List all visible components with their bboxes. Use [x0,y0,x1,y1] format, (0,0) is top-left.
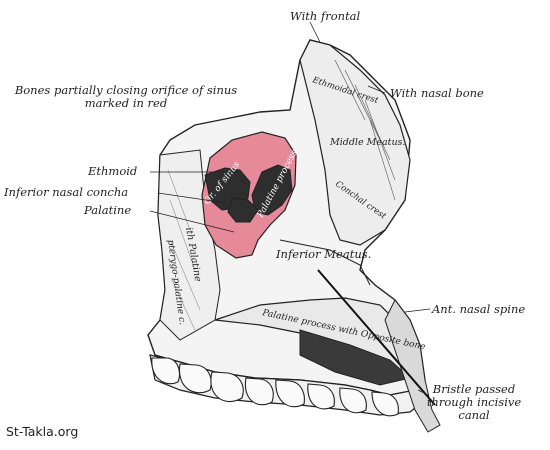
sinus-bones-red [201,131,297,259]
middle-meatus-text: Middle Meatus. [329,137,405,148]
label-with-nasal-bone: With nasal bone [390,86,484,100]
teeth [151,357,399,417]
label-inferior-nasal-concha: Inferior nasal concha [4,185,129,199]
label-bristle-1: Bristle passed [432,382,516,396]
label-ant-nasal-spine: Ant. nasal spine [432,302,526,316]
label-ethmoid: Ethmoid [88,164,138,178]
label-palatine: Palatine [84,203,132,217]
label-inferior-meatus: Inferior Meatus. [276,247,372,261]
label-bones-caption-2: marked in red [84,96,168,110]
label-bristle-3: canal [458,408,490,422]
palate-shadow [299,329,412,386]
bristle [317,269,436,406]
sinus-orifice-2 [251,164,293,216]
frontal-process [299,39,411,246]
watermark: St-Takla.org [6,424,79,439]
sinus-orifice-3 [227,197,259,223]
label-bristle-2: through incisive [426,395,522,409]
label-bones-caption-1: Bones partially closing orifice of sinus [14,83,238,97]
inferior-meatus-groove [279,239,371,286]
incisive-area [384,299,441,433]
label-with-frontal: With frontal [290,9,361,23]
